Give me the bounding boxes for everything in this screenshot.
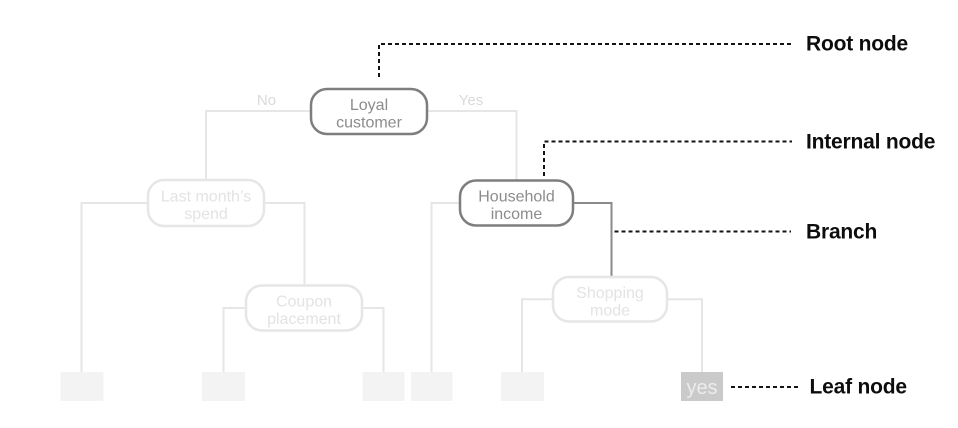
svg-text:income: income xyxy=(491,206,543,223)
svg-text:Leaf node: Leaf node xyxy=(810,376,907,399)
svg-text:customer: customer xyxy=(336,115,402,132)
svg-text:No: No xyxy=(257,92,276,109)
svg-text:mode: mode xyxy=(590,303,630,320)
svg-text:Loyal: Loyal xyxy=(350,97,388,114)
svg-text:Shopping: Shopping xyxy=(576,285,644,302)
svg-text:placement: placement xyxy=(267,311,341,328)
svg-text:Branch: Branch xyxy=(806,221,877,244)
svg-text:Root node: Root node xyxy=(806,33,908,56)
svg-text:Household: Household xyxy=(478,189,555,206)
svg-text:yes: yes xyxy=(686,377,717,399)
svg-text:spend: spend xyxy=(184,206,228,223)
svg-text:Internal node: Internal node xyxy=(806,131,935,154)
svg-text:Yes: Yes xyxy=(459,92,483,109)
svg-text:Coupon: Coupon xyxy=(276,294,332,311)
svg-text:Last month’s: Last month’s xyxy=(161,189,251,206)
